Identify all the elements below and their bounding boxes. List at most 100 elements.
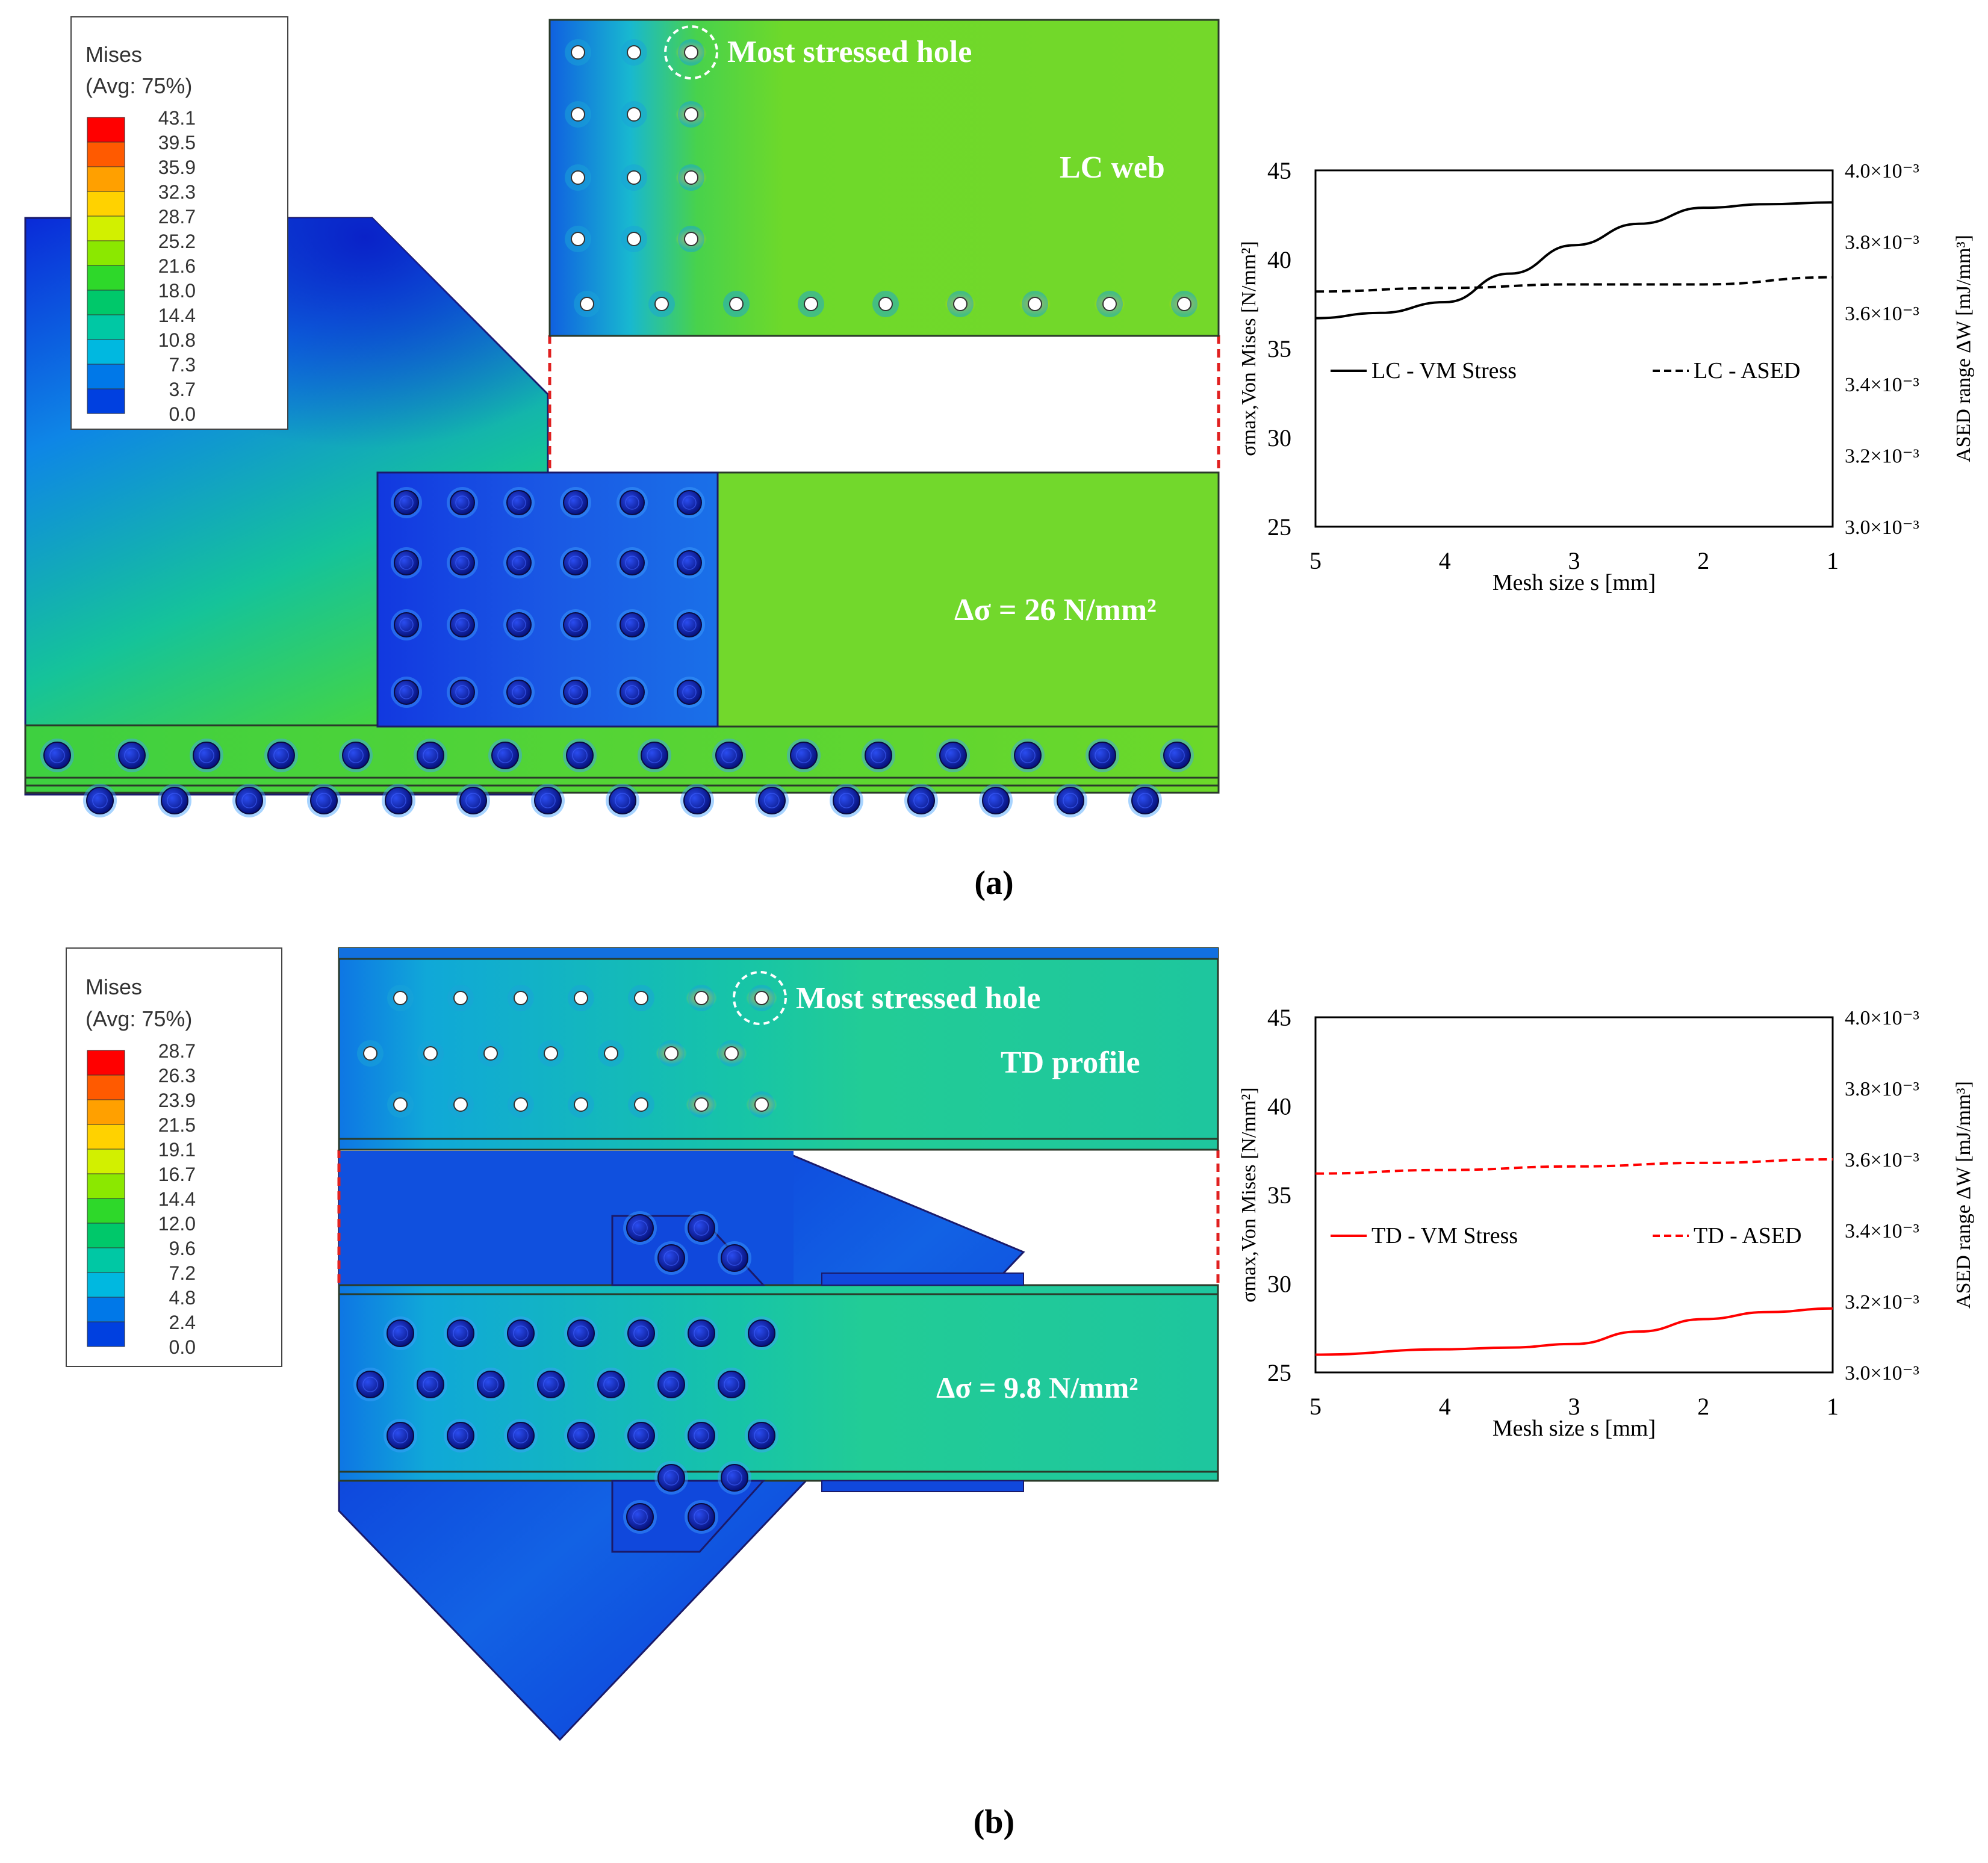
y-right-tick-label: 4.0×10⁻³ bbox=[1845, 160, 1919, 182]
legend-swatch bbox=[87, 1297, 125, 1322]
legend-values-a: 43.139.535.932.328.725.221.618.014.410.8… bbox=[158, 107, 196, 425]
bolt-hole bbox=[447, 1091, 474, 1118]
bolt-head bbox=[715, 1368, 748, 1401]
legend-swatch bbox=[87, 1074, 125, 1100]
bolt-hole bbox=[574, 291, 600, 317]
bolt-hole bbox=[508, 985, 534, 1011]
bolt-hole bbox=[621, 39, 647, 66]
legend-value: 39.5 bbox=[158, 132, 196, 153]
legend-swatch bbox=[87, 1198, 125, 1224]
bolt-head bbox=[685, 1500, 718, 1534]
bolt-hole bbox=[565, 226, 591, 252]
lower-profile-b bbox=[338, 1284, 1219, 1482]
y-right-tick-label: 3.8×10⁻³ bbox=[1845, 1078, 1919, 1100]
legend-values-b: 28.726.323.921.519.116.714.412.09.67.24.… bbox=[158, 1040, 196, 1358]
most-stressed-hole-marker-a bbox=[664, 25, 718, 79]
bolt-hole bbox=[387, 1091, 414, 1118]
bolt-hole bbox=[1094, 291, 1125, 317]
flange-bolts-a bbox=[40, 739, 1194, 817]
legend-title-a: Mises bbox=[85, 42, 142, 67]
bolt-head bbox=[745, 1316, 778, 1350]
legend-value: 12.0 bbox=[158, 1213, 196, 1235]
x-tick-label: 1 bbox=[1827, 547, 1839, 574]
bolt-head bbox=[414, 739, 447, 772]
bolt-hole bbox=[746, 1091, 777, 1118]
bolt-head bbox=[158, 784, 191, 817]
legend-value: 35.9 bbox=[158, 157, 196, 178]
bolt-head bbox=[391, 609, 422, 640]
plate-bolts-a bbox=[391, 487, 705, 708]
legend-value: 7.2 bbox=[169, 1262, 196, 1284]
legend-swatch bbox=[87, 1272, 125, 1298]
bolt-hole bbox=[565, 164, 591, 191]
plot-frame bbox=[1314, 169, 1834, 528]
x-tick-label: 3 bbox=[1568, 1393, 1580, 1420]
y-right-tick-label: 3.4×10⁻³ bbox=[1845, 374, 1919, 396]
bolt-head bbox=[1128, 784, 1162, 817]
zoom-holes-b bbox=[357, 985, 777, 1118]
bolt-head bbox=[447, 677, 478, 708]
legend-swatch bbox=[87, 117, 125, 143]
legend-swatch bbox=[87, 314, 125, 340]
zoom-holes-a bbox=[565, 39, 1200, 317]
bolt-head bbox=[307, 784, 341, 817]
x-axis-label: Mesh size s [mm] bbox=[1493, 570, 1656, 595]
bolt-head bbox=[1160, 739, 1194, 772]
bolt-head bbox=[414, 1368, 447, 1401]
legend-swatch bbox=[87, 141, 125, 167]
bolt-head bbox=[456, 784, 490, 817]
bolt-head bbox=[674, 547, 705, 578]
bolt-head bbox=[617, 609, 648, 640]
bolt-head bbox=[384, 1316, 417, 1350]
bolt-hole bbox=[723, 291, 750, 317]
series-line bbox=[1315, 1158, 1833, 1175]
x-tick-label: 4 bbox=[1439, 1393, 1451, 1420]
bolt-head bbox=[563, 739, 597, 772]
bolt-head bbox=[560, 547, 591, 578]
zoom-inset-a: Most stressed hole LC web bbox=[548, 19, 1220, 337]
bolt-head bbox=[531, 784, 565, 817]
stress-label-b: Δσ = 9.8 N/mm² bbox=[936, 1371, 1138, 1404]
legend-value: 32.3 bbox=[158, 181, 196, 203]
bolt-head bbox=[474, 1368, 508, 1401]
bolt-head bbox=[564, 1316, 598, 1350]
legend-subtitle-b: (Avg: 75%) bbox=[85, 1006, 192, 1031]
series-line bbox=[1315, 201, 1833, 320]
bolt-head bbox=[83, 784, 117, 817]
legend-colorbar-b bbox=[87, 1050, 125, 1347]
bolt-head bbox=[617, 677, 648, 708]
y-left-tick-label: 35 bbox=[1267, 335, 1291, 362]
bolt-head bbox=[712, 739, 746, 772]
legend-swatch bbox=[87, 166, 125, 192]
legend-value: 2.4 bbox=[169, 1312, 196, 1333]
legend-value: 28.7 bbox=[158, 206, 196, 228]
legend-swatch bbox=[87, 191, 125, 217]
bolt-head bbox=[718, 1461, 751, 1495]
legend-swatch bbox=[87, 1321, 125, 1347]
bolt-head bbox=[674, 609, 705, 640]
bolt-hole bbox=[447, 985, 474, 1011]
bolt-head bbox=[685, 1316, 718, 1350]
profile-bolts-b bbox=[353, 1316, 778, 1452]
splice-plate-a bbox=[376, 471, 719, 728]
legend-label: LC - ASED bbox=[1694, 358, 1800, 383]
y-right-axis-label: ASED range ΔW [mJ/mm³] bbox=[1952, 235, 1975, 462]
lc-web-region bbox=[715, 471, 1220, 728]
legend-swatch bbox=[87, 265, 125, 291]
mises-legend-a: Mises (Avg: 75%) 43.139.535.932.328.725.… bbox=[70, 16, 288, 430]
legend-value: 19.1 bbox=[158, 1139, 196, 1161]
legend-swatch bbox=[87, 1050, 125, 1076]
splice-plate-top-b bbox=[611, 1211, 766, 1286]
legend-label: TD - ASED bbox=[1694, 1223, 1801, 1248]
bolt-head bbox=[384, 1419, 417, 1452]
y-right-tick-label: 3.6×10⁻³ bbox=[1845, 303, 1919, 325]
legend-swatch bbox=[87, 1099, 125, 1125]
bolt-head bbox=[190, 739, 223, 772]
y-right-axis-label: ASED range ΔW [mJ/mm³] bbox=[1952, 1081, 1975, 1309]
legend-subtitle-a: (Avg: 75%) bbox=[85, 73, 192, 98]
bolt-head bbox=[624, 1316, 658, 1350]
bolt-hole bbox=[656, 1040, 687, 1067]
x-tick-label: 3 bbox=[1568, 547, 1580, 574]
bolt-head bbox=[654, 1461, 688, 1495]
bolt-head bbox=[504, 1419, 538, 1452]
